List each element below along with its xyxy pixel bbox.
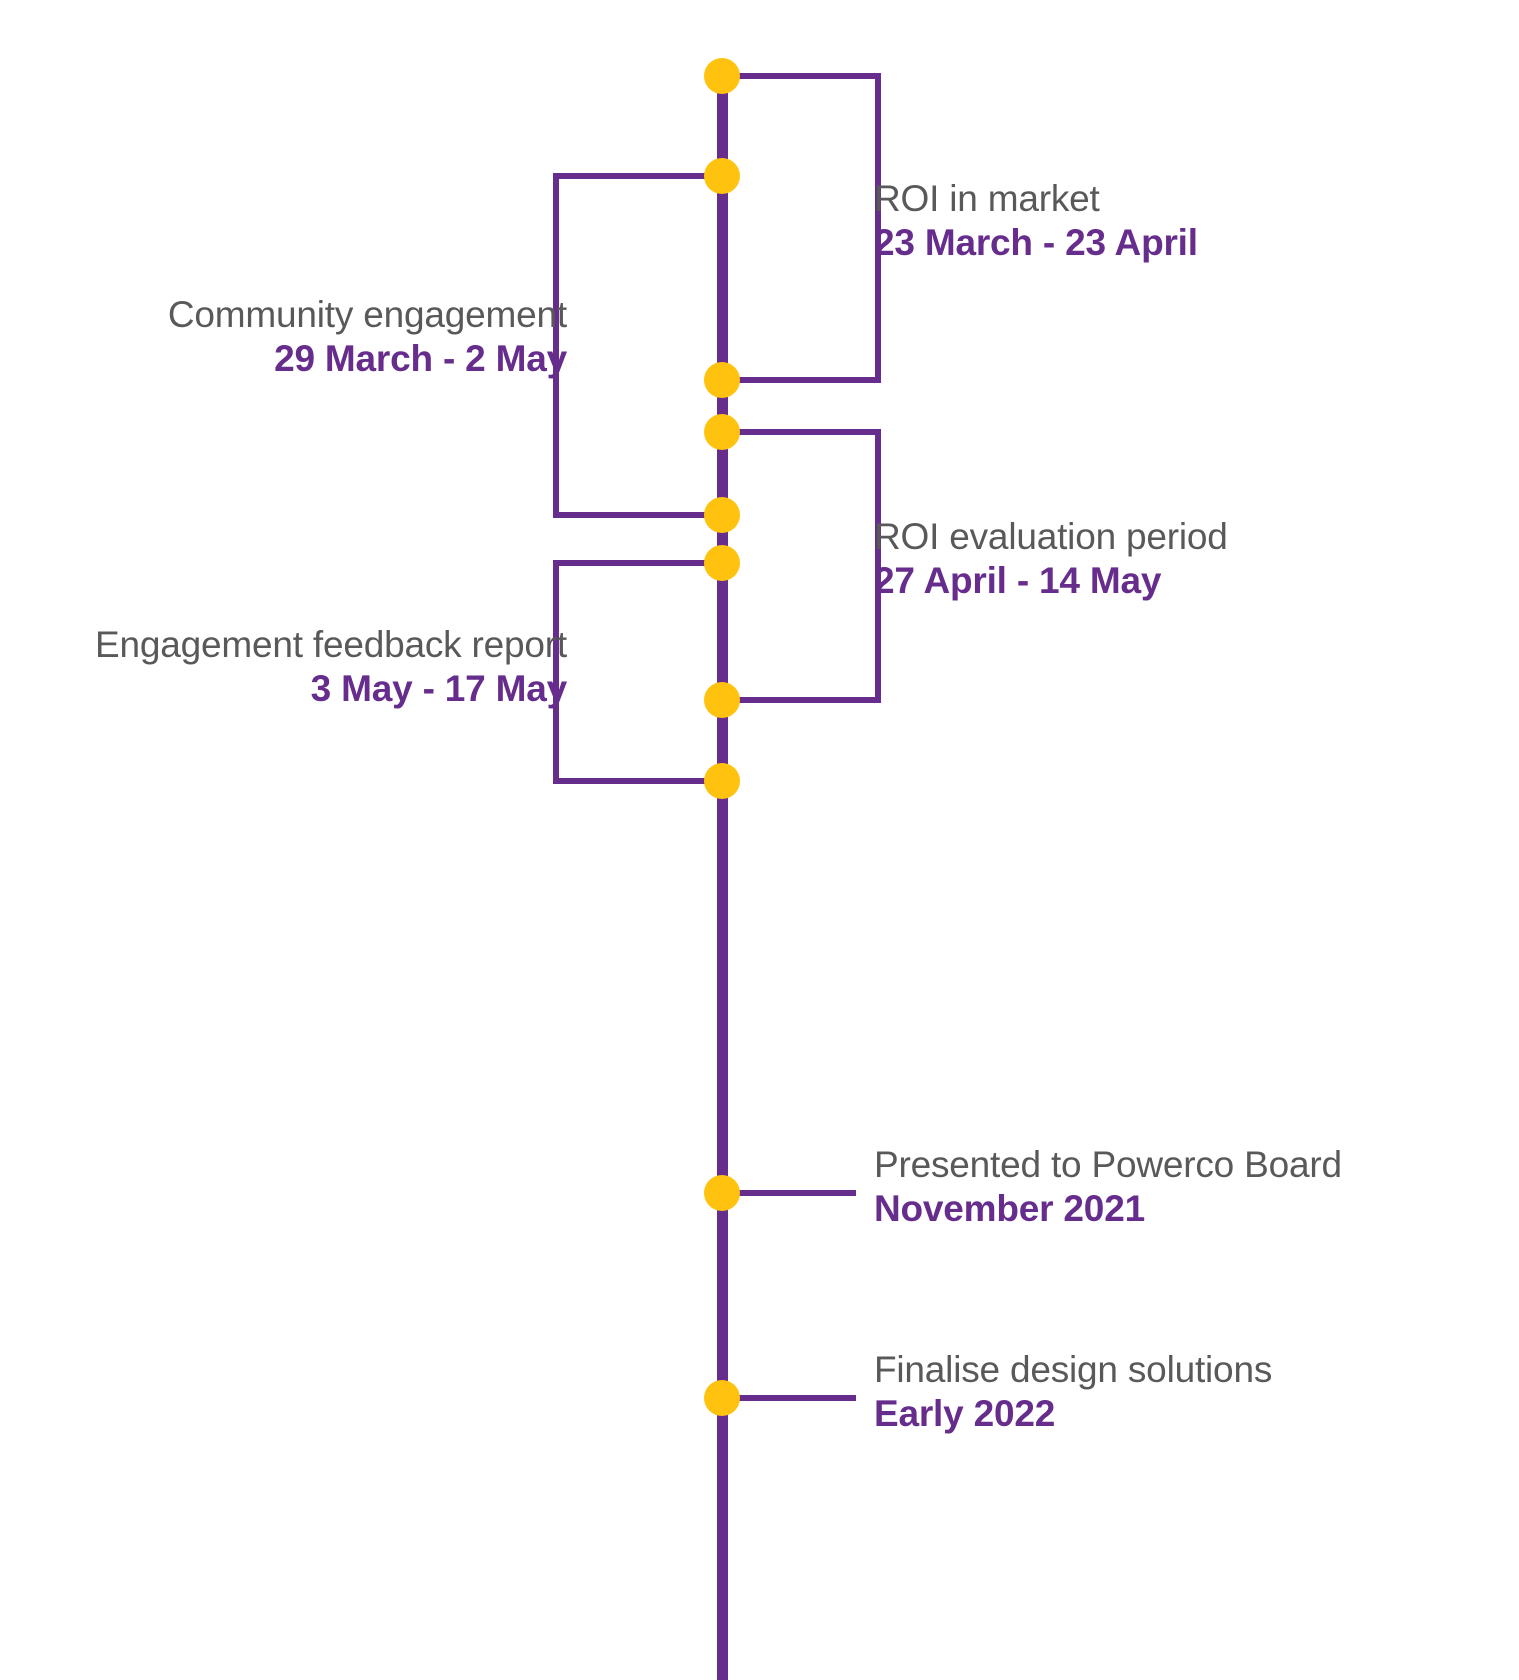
connector-roi-in-market-top: [728, 73, 881, 79]
connector-roi-evaluation-vertical: [875, 429, 881, 699]
connector-engagement-feedback-top: [553, 560, 723, 566]
milestone-title: ROI in market: [874, 178, 1100, 219]
connector-community-engagement-bottom: [553, 512, 723, 518]
milestone-dot-roi-evaluation-end[interactable]: [704, 682, 740, 718]
connector-engagement-feedback-vertical: [553, 560, 559, 784]
connector-engagement-feedback-bottom: [553, 778, 723, 784]
connector-roi-evaluation-top: [728, 429, 881, 435]
connector-community-engagement-vertical: [553, 173, 559, 518]
milestone-dot-engagement-feedback-start[interactable]: [704, 545, 740, 581]
milestone-dot-presented-board[interactable]: [704, 1175, 740, 1211]
connector-roi-in-market-vertical: [875, 73, 881, 383]
milestone-dot-roi-in-market-start[interactable]: [704, 58, 740, 94]
connector-community-engagement-top: [553, 173, 723, 179]
connector-presented-board-stub: [728, 1190, 856, 1196]
milestone-label-finalise-design-solutions: Finalise design solutions Early 2022: [874, 1351, 1272, 1432]
milestone-label-roi-evaluation-period: ROI evaluation period 27 April - 14 May: [874, 518, 1228, 599]
milestone-dot-finalise-design[interactable]: [704, 1380, 740, 1416]
timeline-spine: [717, 60, 728, 1680]
milestone-title: Community engagement: [167, 294, 567, 335]
milestone-dates: November 2021: [874, 1187, 1145, 1229]
milestone-label-presented-to-powerco-board: Presented to Powerco Board November 2021: [874, 1146, 1342, 1227]
milestone-dates: 3 May - 17 May: [310, 667, 568, 709]
milestone-title: Engagement feedback report: [94, 624, 567, 665]
milestone-dates: 23 March - 23 April: [874, 221, 1198, 263]
milestone-title: ROI evaluation period: [874, 516, 1228, 557]
connector-roi-evaluation-bottom: [728, 697, 881, 703]
connector-finalise-design-stub: [728, 1395, 856, 1401]
milestone-dates: Early 2022: [874, 1392, 1056, 1434]
milestone-label-engagement-feedback-report: Engagement feedback report 3 May - 17 Ma…: [30, 626, 567, 707]
milestone-label-community-engagement: Community engagement 29 March - 2 May: [40, 296, 567, 377]
milestone-dot-community-engagement-end[interactable]: [704, 497, 740, 533]
milestone-title: Presented to Powerco Board: [874, 1144, 1342, 1185]
milestone-title: Finalise design solutions: [874, 1349, 1273, 1390]
milestone-dot-engagement-feedback-end[interactable]: [704, 763, 740, 799]
milestone-dot-community-engagement-start[interactable]: [704, 158, 740, 194]
connector-roi-in-market-bottom: [728, 377, 881, 383]
milestone-label-roi-in-market: ROI in market 23 March - 23 April: [874, 180, 1198, 261]
milestone-dates: 27 April - 14 May: [874, 559, 1162, 601]
milestone-dot-roi-in-market-end[interactable]: [704, 362, 740, 398]
milestone-dot-roi-evaluation-start[interactable]: [704, 414, 740, 450]
milestone-dates: 29 March - 2 May: [274, 337, 567, 379]
